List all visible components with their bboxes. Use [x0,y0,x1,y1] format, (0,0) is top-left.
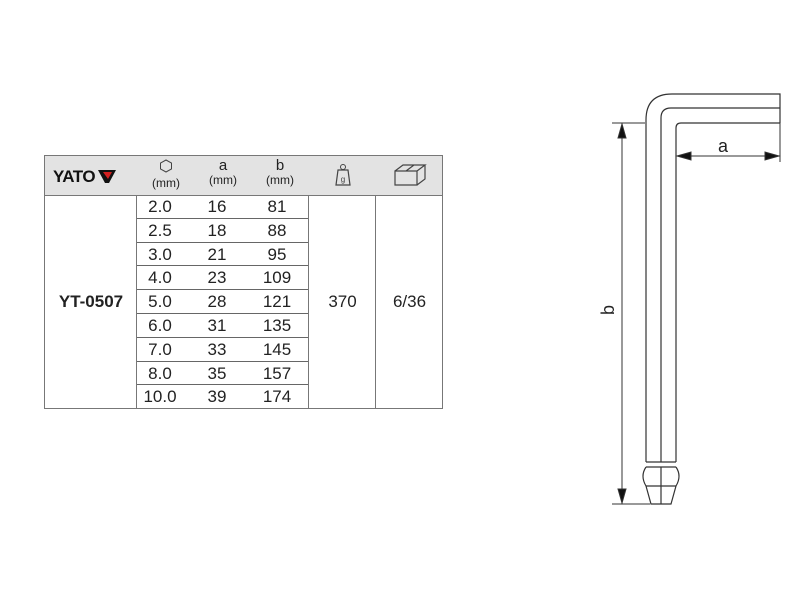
b-cell: 109 [262,268,292,288]
hex-size-cell: 10.0 [143,387,177,407]
dimension-a-label: a [718,136,729,156]
packaging-value: 6/36 [392,291,427,311]
table-row: 5.0 28 121 [137,290,309,314]
hex-size-cell: 6.0 [148,315,172,335]
brand-text: YATO [53,167,96,186]
brand-logo: YATO [53,167,117,187]
table-row: 4.0 23 109 [137,266,309,291]
header-b: b (mm) [251,156,309,195]
a-cell: 16 [207,197,227,216]
table-header: YATO (mm) a (mm) b (mm) g [45,156,442,196]
b-cell: 81 [267,197,287,216]
header-packaging [376,156,443,195]
a-cell: 39 [207,387,227,407]
hex-size-cell: 4.0 [148,268,172,288]
svg-text:g: g [340,175,344,184]
hex-size-cell: 7.0 [148,339,172,359]
hex-size-cell: 2.5 [148,220,172,240]
spec-table: YATO (mm) a (mm) b (mm) g YT-0507 2.0 16 8… [44,155,443,409]
header-hex-size: (mm) [137,156,195,195]
hex-size-cell: 5.0 [148,292,172,312]
a-cell: 28 [207,292,227,312]
table-row: 2.5 18 88 [137,219,309,243]
model-number: YT-0507 [58,291,124,311]
table-row: 3.0 21 95 [137,243,309,267]
table-row: 2.0 16 81 [137,195,309,219]
b-cell: 157 [262,363,292,383]
dimension-b-label: b [598,305,618,315]
b-unit: (mm) [266,173,294,187]
a-label: a [218,157,228,174]
hex-key-outline [642,93,781,505]
hex-size-cell: 2.0 [148,197,172,216]
table-row: 10.0 39 174 [137,385,309,409]
a-cell: 18 [207,220,227,240]
hex-unit: (mm) [152,176,180,190]
weight-value: 370 [328,291,357,311]
a-cell: 35 [207,363,227,383]
yato-logo-icon [98,170,117,183]
table-row: 6.0 31 135 [137,314,309,338]
a-cell: 33 [207,339,227,359]
divider [375,195,376,408]
dimension-lines [612,122,781,505]
weight-g-icon: g [334,164,351,186]
box-icon [393,164,427,186]
header-weight: g [309,156,376,195]
header-a: a (mm) [195,156,251,195]
hex-size-cell: 3.0 [148,244,172,264]
table-row: 7.0 33 145 [137,338,309,362]
b-cell: 145 [262,339,292,359]
b-label: b [275,157,285,174]
hexagon-icon [160,159,172,173]
b-cell: 174 [262,387,292,407]
a-cell: 31 [207,315,227,335]
b-cell: 121 [262,292,292,312]
b-cell: 88 [267,220,287,240]
table-row: 8.0 35 157 [137,362,309,386]
b-cell: 135 [262,315,292,335]
hex-size-cell: 8.0 [148,363,172,383]
divider [308,195,309,408]
a-unit: (mm) [209,173,237,187]
b-cell: 95 [267,244,287,264]
a-cell: 23 [207,268,227,288]
divider [136,195,137,408]
a-cell: 21 [207,244,227,264]
